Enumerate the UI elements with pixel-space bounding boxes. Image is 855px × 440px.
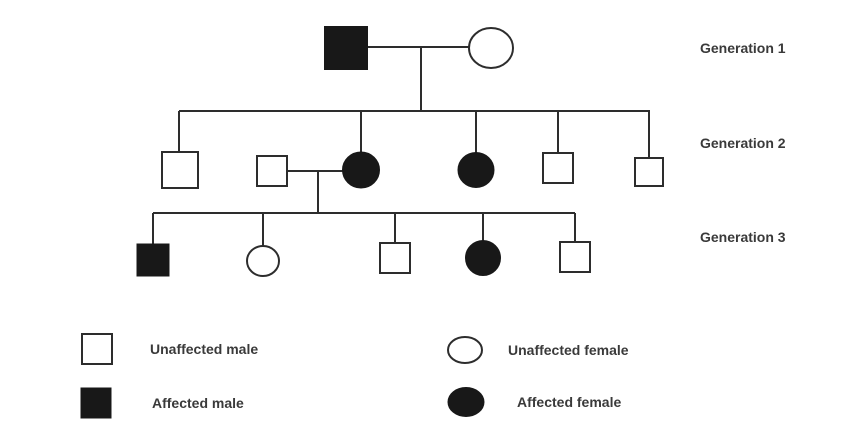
gen3-affected-male-symbol [136, 243, 170, 277]
legend-affected-female-label: Affected female [517, 394, 621, 410]
legend-unaffected-male-label: Unaffected male [150, 341, 258, 357]
generation-label-2: Generation 2 [700, 135, 786, 151]
gen2-unaffected-male-spouse-symbol [256, 155, 288, 187]
gen2-unaffected-male-2-symbol [542, 152, 574, 184]
gen1-unaffected-female-symbol [468, 27, 514, 69]
legend-affected-male-icon [80, 387, 112, 419]
gen2-affected-female-1-symbol [342, 151, 380, 189]
gen2-unaffected-male-1-symbol [161, 151, 199, 189]
gen1-affected-male-symbol [324, 26, 368, 70]
legend-unaffected-female-label: Unaffected female [508, 342, 629, 358]
gen3-unaffected-female-symbol [246, 245, 280, 277]
legend-unaffected-male-icon [81, 333, 113, 365]
legend-affected-male-label: Affected male [152, 395, 244, 411]
generation-label-1: Generation 1 [700, 40, 786, 56]
gen2-unaffected-male-3-symbol [634, 157, 664, 187]
gen2-affected-female-2-symbol [457, 152, 495, 188]
legend-affected-female-icon [447, 387, 485, 417]
generation-label-3: Generation 3 [700, 229, 786, 245]
gen3-unaffected-male-2-symbol [559, 241, 591, 273]
gen3-unaffected-male-1-symbol [379, 242, 411, 274]
gen3-affected-female-symbol [465, 240, 501, 276]
legend-unaffected-female-icon [447, 336, 483, 364]
